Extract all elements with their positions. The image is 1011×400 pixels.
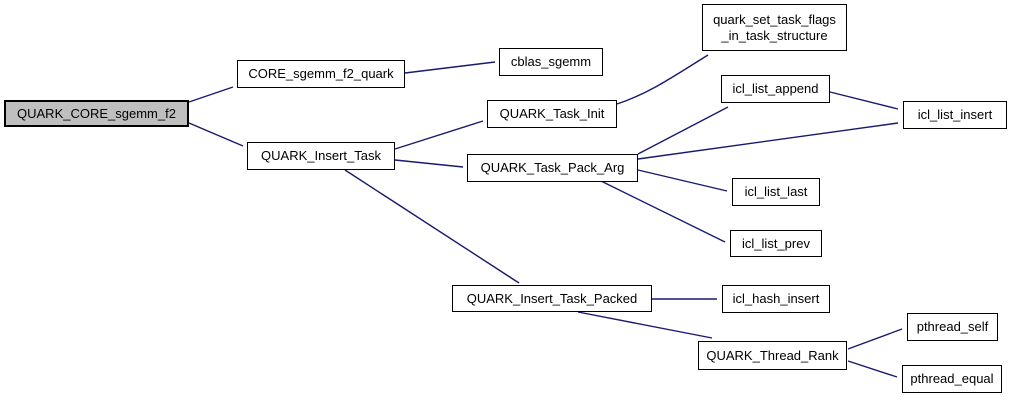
- node-icl-hash-insert[interactable]: icl_hash_insert: [722, 285, 830, 313]
- node-label: quark_set_task_flags: [713, 11, 836, 27]
- node-label: icl_list_prev: [742, 235, 810, 251]
- edge-core-sgemm-f2-quark-to-cblas-sgemm: [404, 61, 496, 74]
- edge-quark-insert-task-packed-to-quark-thread-rank: [577, 311, 713, 339]
- edge-quark-thread-rank-to-pthread-self: [847, 328, 903, 350]
- edges-group: [188, 54, 903, 378]
- node-label: QUARK_Thread_Rank: [706, 347, 839, 363]
- node-quark-insert-task-packed[interactable]: QUARK_Insert_Task_Packed: [452, 285, 652, 312]
- node-label: QUARK_Insert_Task: [261, 148, 381, 163]
- node-label: pthread_self: [916, 319, 989, 334]
- edge-quark-insert-task-to-quark-insert-task-packed: [344, 169, 520, 284]
- node-pthread-self[interactable]: pthread_self: [907, 313, 998, 341]
- node-label: icl_list_insert: [917, 107, 993, 122]
- node-label: QUARK_Task_Init: [499, 106, 605, 121]
- node-label: icl_list_last: [744, 184, 808, 199]
- node-quark-set-task-flags-in-task-structure[interactable]: quark_set_task_flags_in_task_structure: [702, 4, 847, 51]
- node-icl-list-last[interactable]: icl_list_last: [732, 178, 820, 206]
- edge-quark-insert-task-to-quark-task-pack-arg: [394, 159, 464, 168]
- edge-quark-task-pack-arg-to-icl-list-prev: [600, 180, 726, 243]
- edge-quark-core-sgemm-f2-to-quark-insert-task: [188, 122, 244, 147]
- node-label: icl_list_append: [732, 81, 819, 96]
- node-label: _in_task_structure: [721, 27, 828, 43]
- edge-quark-task-init-to-quark-set-task-flags-in-task-structure: [616, 54, 709, 105]
- node-label: QUARK_CORE_sgemm_f2: [17, 105, 176, 121]
- node-quark-core-sgemm-f2: QUARK_CORE_sgemm_f2: [4, 100, 189, 127]
- edge-quark-task-pack-arg-to-icl-list-last: [637, 169, 728, 192]
- node-icl-list-prev[interactable]: icl_list_prev: [730, 230, 822, 257]
- node-pthread-equal[interactable]: pthread_equal: [902, 365, 1002, 393]
- node-label: cblas_sgemm: [510, 54, 592, 69]
- node-icl-list-insert[interactable]: icl_list_insert: [903, 101, 1007, 129]
- edge-quark-thread-rank-to-pthread-equal: [847, 360, 898, 378]
- node-label: icl_hash_insert: [732, 291, 820, 306]
- node-quark-task-pack-arg[interactable]: QUARK_Task_Pack_Arg: [467, 154, 638, 182]
- edge-quark-task-pack-arg-to-icl-list-append: [637, 106, 729, 155]
- node-quark-task-init[interactable]: QUARK_Task_Init: [487, 100, 617, 128]
- node-core-sgemm-f2-quark[interactable]: CORE_sgemm_f2_quark: [237, 60, 405, 88]
- node-cblas-sgemm[interactable]: cblas_sgemm: [499, 48, 603, 76]
- edge-icl-list-append-to-icl-list-insert: [829, 91, 899, 110]
- node-label: QUARK_Task_Pack_Arg: [480, 160, 625, 175]
- node-quark-insert-task[interactable]: QUARK_Insert_Task: [247, 142, 395, 170]
- node-label: pthread_equal: [910, 371, 994, 386]
- node-label: QUARK_Insert_Task_Packed: [466, 290, 638, 306]
- node-label: CORE_sgemm_f2_quark: [248, 66, 394, 81]
- edge-quark-core-sgemm-f2-to-core-sgemm-f2-quark: [188, 86, 234, 103]
- node-quark-thread-rank[interactable]: QUARK_Thread_Rank: [698, 341, 847, 370]
- edge-quark-task-pack-arg-to-icl-list-insert: [637, 122, 899, 160]
- node-icl-list-append[interactable]: icl_list_append: [721, 75, 830, 103]
- edge-quark-insert-task-to-quark-task-init: [394, 120, 484, 150]
